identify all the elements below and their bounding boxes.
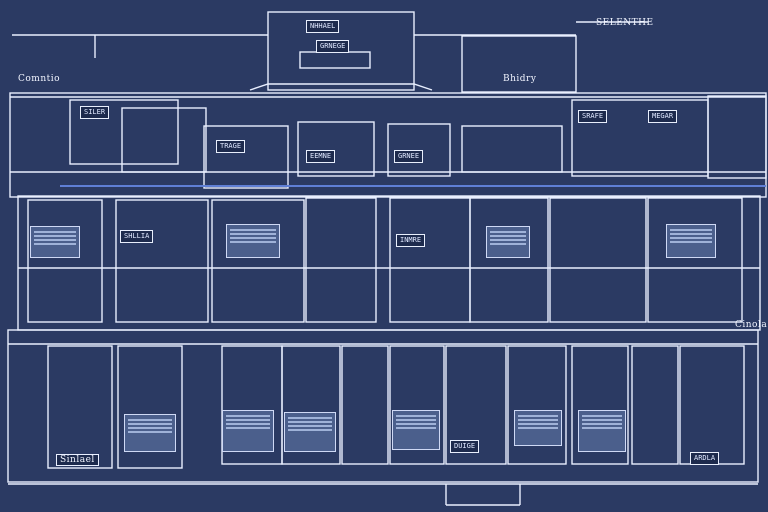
panel [387,123,451,177]
chip: GRNEGE [316,40,350,53]
panel [389,197,471,323]
chip: GRNEE [394,150,424,163]
top-right-box [461,35,577,93]
panel [305,197,377,323]
panel [121,107,207,173]
thumbnail [486,226,530,258]
main-frame-middle [17,195,761,331]
thumbnail [666,224,716,258]
connector [249,83,433,91]
panel [69,99,179,165]
panel [445,345,507,465]
thumbnail [284,412,336,452]
panel [507,345,567,465]
label-side-right: Cinola [735,320,768,330]
thumbnail [222,410,274,452]
chip: SRAFE [578,110,608,123]
chip: INMRE [396,234,426,247]
panel [707,95,767,179]
chip: TRAGE [216,140,246,153]
label-top-left: Comntio [18,74,61,84]
thumbnail [514,410,562,446]
panel [469,197,549,323]
top-inner-panel [299,51,371,69]
chip: DUIGE [450,440,480,453]
panel [679,345,745,465]
main-frame-lower [7,329,759,483]
panel [115,199,209,323]
thumbnail [392,410,440,450]
panel [281,345,341,465]
panel [647,197,743,323]
panel [47,345,113,469]
label-bottom-left: Sinlael [56,454,99,466]
panel [211,199,305,323]
panel [461,125,563,173]
chip: ARDLA [690,452,720,465]
chip: EEMNE [306,150,336,163]
label-top-right: SELENTHE [596,18,654,28]
panel [631,345,679,465]
panel [389,345,445,465]
thumbnail [226,224,280,258]
chip: NHHAEL [306,20,340,33]
panel [571,345,629,465]
chip: MEGAR [648,110,678,123]
top-box [267,11,415,91]
chip: SILER [80,106,110,119]
panel [203,125,289,189]
panel [117,345,183,469]
thumbnail [30,226,80,258]
panel [27,199,103,323]
thumbnail [578,410,626,452]
label-row1: Bhidry [503,74,537,84]
thumbnail [124,414,176,452]
panel [341,345,389,465]
panel [297,121,375,177]
panel [549,197,647,323]
chip: SHLLIA [120,230,154,243]
